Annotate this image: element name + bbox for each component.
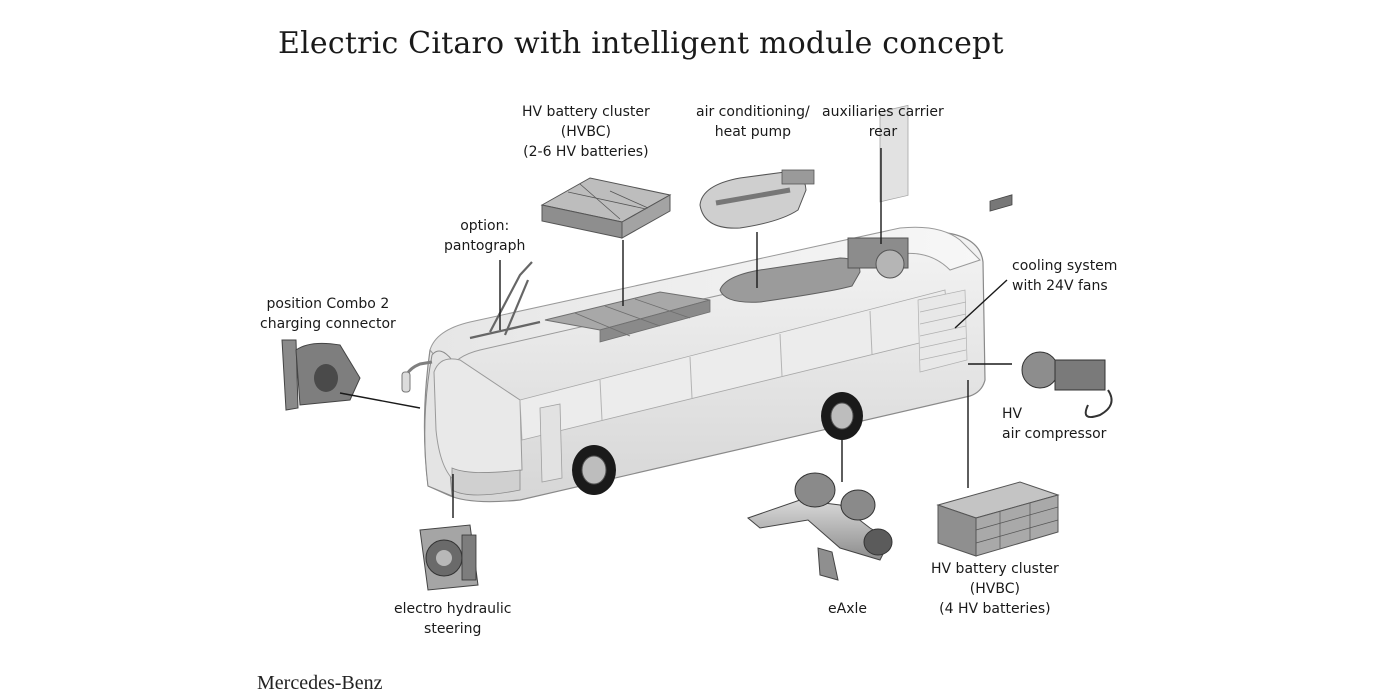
label-cooling: cooling system with 24V fans — [1012, 258, 1118, 294]
cooling-grille — [917, 289, 968, 373]
bus-body — [401, 104, 986, 503]
leader-lines — [339, 148, 1012, 518]
label-pantograph: option: pantograph — [444, 218, 526, 254]
roof-auxiliaries — [847, 237, 909, 279]
hvbc-top-module — [540, 177, 672, 239]
page-title: Electric Citaro with intelligent module … — [278, 26, 1004, 61]
label-combo-connector: position Combo 2 charging connector — [260, 296, 396, 332]
hvbc-rear-module — [936, 194, 1060, 557]
label-hvbc-rear: HV battery cluster (HVBC) (4 HV batterie… — [931, 561, 1059, 617]
front-wheel — [572, 445, 616, 495]
roof-ac-unit — [719, 257, 861, 303]
roof-battery-pack — [544, 291, 711, 343]
label-eaxle: eAxle — [828, 601, 867, 617]
label-hvbc-top: HV battery cluster (HVBC) (2-6 HV batter… — [522, 104, 650, 160]
label-air-compressor: HV air compressor — [1002, 406, 1107, 442]
label-auxiliaries: auxiliaries carrier rear — [822, 104, 944, 140]
rear-wheel — [821, 392, 863, 440]
label-air-conditioning: air conditioning/ heat pump — [696, 104, 810, 140]
combo2-connector — [281, 339, 361, 411]
steering-module — [419, 524, 479, 591]
brand-logo-text: Mercedes-Benz — [257, 672, 383, 694]
eaxle-module — [746, 472, 893, 581]
air-conditioning-module — [699, 169, 815, 229]
label-steering: electro hydraulic steering — [394, 601, 512, 637]
air-compressor-module — [1021, 351, 1113, 418]
